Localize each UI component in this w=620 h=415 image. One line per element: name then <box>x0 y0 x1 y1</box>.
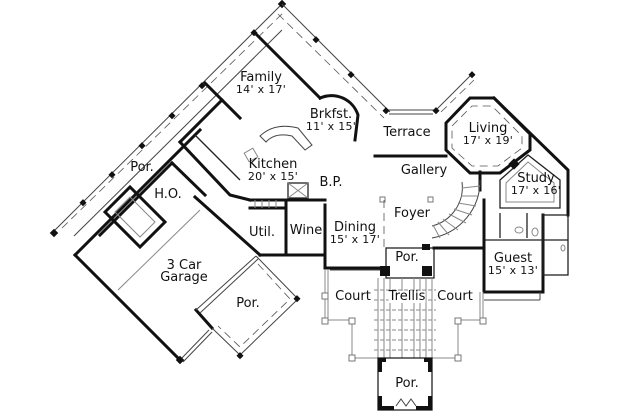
garage-walls <box>72 194 263 365</box>
room-guest: Guest 15' x 13' <box>487 251 539 277</box>
room-name: Kitchen <box>248 157 298 172</box>
room-name: Por. <box>395 376 419 391</box>
court-trellis <box>321 270 487 362</box>
dining-wine-util-walls <box>248 182 386 271</box>
room-foyer: Foyer <box>393 206 431 221</box>
room-breakfast: Brkfst. 11' x 15' <box>305 107 357 133</box>
room-dimensions: 15' x 17' <box>329 233 381 246</box>
room-garage: 3 Car Garage <box>149 258 219 285</box>
room-dining: Dining 15' x 17' <box>329 220 381 246</box>
room-name: Dining <box>334 220 376 235</box>
room-gallery: Gallery <box>400 163 448 178</box>
room-name: Por. <box>130 160 154 175</box>
room-name: 3 Car Garage <box>160 258 208 285</box>
room-dimensions: 20' x 15' <box>247 170 299 183</box>
room-name: Study <box>517 171 555 186</box>
room-porch-side: Por. <box>130 160 154 175</box>
room-kitchen: Kitchen 20' x 15' <box>247 157 299 183</box>
room-name: Family <box>240 70 282 85</box>
terrace-outline <box>373 71 476 158</box>
kitchen-island <box>177 125 313 202</box>
home-office-walls <box>97 160 208 250</box>
room-name: Por. <box>236 296 260 311</box>
study-room-walls <box>491 95 570 217</box>
room-terrace: Terrace <box>383 125 431 140</box>
room-court-right: Court <box>437 289 473 304</box>
room-name: Foyer <box>393 206 431 221</box>
family-room-walls <box>177 3 391 145</box>
room-name: Guest <box>493 251 533 266</box>
room-dimensions: 11' x 15' <box>305 120 357 133</box>
left-wing-porch <box>49 0 287 258</box>
front-porch <box>377 357 433 411</box>
room-dimensions: 15' x 13' <box>487 264 539 277</box>
living-room-walls <box>444 96 532 175</box>
room-dimensions: 14' x 17' <box>235 83 287 96</box>
entry-porch <box>380 244 486 279</box>
room-name: Trellis <box>388 289 426 304</box>
room-study: Study 17' x 16' <box>510 171 562 197</box>
room-name: Wine <box>289 223 323 238</box>
room-porch-garage: Por. <box>236 296 260 311</box>
room-name: B.P. <box>319 175 343 190</box>
room-name: Util. <box>249 225 275 240</box>
room-name: H.O. <box>154 187 182 202</box>
room-dimensions: 17' x 16' <box>510 184 562 197</box>
room-name: Por. <box>395 250 419 265</box>
room-name: Court <box>437 289 473 304</box>
garage-porch <box>211 255 301 360</box>
room-utility: Util. <box>249 225 275 240</box>
room-porch-entry: Por. <box>395 250 419 265</box>
room-court-left: Court <box>335 289 371 304</box>
room-name: Court <box>335 289 371 304</box>
foyer-stair <box>379 170 486 294</box>
room-name: Brkfst. <box>309 107 353 122</box>
room-name: Living <box>468 121 508 136</box>
room-trellis: Trellis <box>388 289 426 304</box>
room-dimensions: 17' x 19' <box>462 134 514 147</box>
room-name: Gallery <box>400 163 448 178</box>
room-wine: Wine <box>289 223 323 238</box>
room-family: Family 14' x 17' <box>235 70 287 96</box>
room-butler-pantry: B.P. <box>319 175 343 190</box>
room-name: Terrace <box>383 125 431 140</box>
room-home-office: H.O. <box>154 187 182 202</box>
room-living: Living 17' x 19' <box>462 121 514 147</box>
room-porch-front: Por. <box>395 376 419 391</box>
